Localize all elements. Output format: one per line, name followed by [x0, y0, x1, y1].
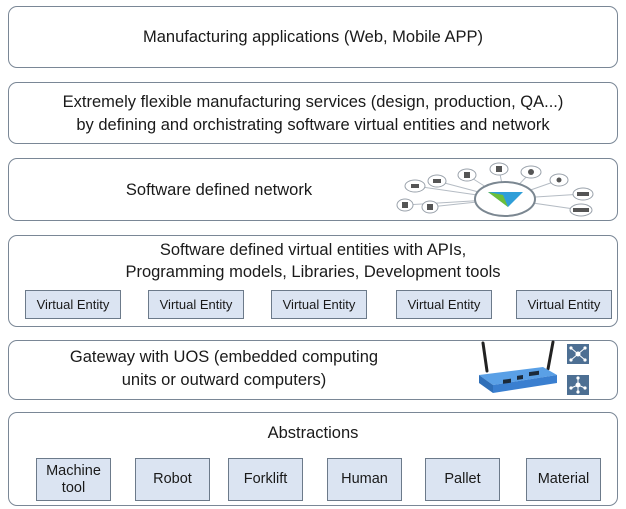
sdn-layer: Software defined network [8, 158, 618, 221]
network-topology-icon [567, 375, 589, 395]
network-hub-diagram-icon [396, 162, 594, 217]
abstraction-box-human: Human [327, 458, 402, 501]
services-layer: Extremely flexible manufacturing service… [8, 82, 618, 144]
virtual-entity-box: Virtual Entity [271, 290, 367, 319]
sdn-label: Software defined network [125, 181, 313, 199]
applications-layer: Manufacturing applications (Web, Mobile … [8, 6, 618, 68]
virtual-entity-box: Virtual Entity [25, 290, 121, 319]
abstraction-box-robot: Robot [135, 458, 210, 501]
abstraction-box-forklift: Forklift [228, 458, 303, 501]
gateway-layer: Gateway with UOS (embedded computing uni… [8, 340, 618, 400]
network-topology-icon [567, 344, 589, 364]
abstraction-box-pallet: Pallet [425, 458, 500, 501]
abstraction-box-material: Material [526, 458, 601, 501]
virtual-entities-label-line2: Programming models, Libraries, Developme… [125, 263, 501, 281]
virtual-entity-box: Virtual Entity [516, 290, 612, 319]
virtual-entity-box: Virtual Entity [396, 290, 492, 319]
applications-label: Manufacturing applications (Web, Mobile … [143, 28, 483, 46]
services-label-line2: by defining and orchistrating software v… [76, 116, 550, 134]
gateway-label-line1: Gateway with UOS (embedded computing [69, 348, 379, 366]
abstraction-box-machine-tool: Machine tool [36, 458, 111, 501]
abstractions-title: Abstractions [267, 424, 359, 442]
virtual-entities-label-line1: Software defined virtual entities with A… [159, 241, 467, 259]
services-label-line1: Extremely flexible manufacturing service… [62, 93, 564, 111]
virtual-entities-layer: Software defined virtual entities with A… [8, 235, 618, 327]
gateway-label-line2: units or outward computers) [121, 371, 327, 389]
virtual-entity-box: Virtual Entity [148, 290, 244, 319]
gateway-device-icon [479, 340, 557, 393]
abstractions-layer: Abstractions Machine tool Robot Forklift… [8, 412, 618, 506]
